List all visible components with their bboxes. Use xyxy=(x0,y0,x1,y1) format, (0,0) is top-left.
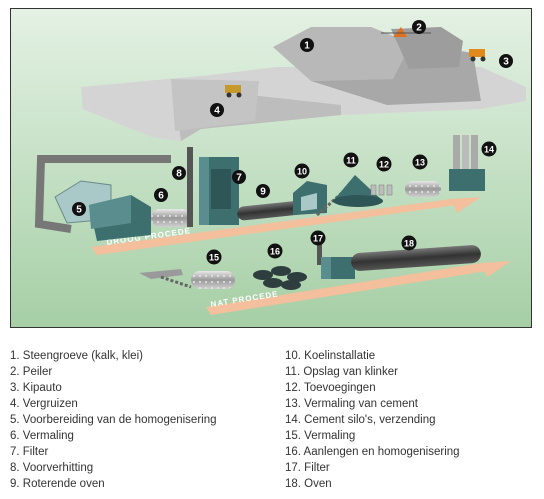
process-diagram: DROOG PROCEDE NAT PROCEDE xyxy=(10,8,532,328)
legend-item: 6. Vermaling xyxy=(10,430,74,442)
svg-text:12: 12 xyxy=(379,160,389,170)
svg-text:10: 10 xyxy=(297,167,307,177)
legend-item: 13. Vermaling van cement xyxy=(285,398,418,410)
legend-item: 9. Roterende oven xyxy=(10,478,105,490)
marker-6: 6 xyxy=(154,188,168,202)
marker-16: 16 xyxy=(267,243,283,259)
marker-18: 18 xyxy=(401,235,417,251)
homogenisation-hall xyxy=(54,180,151,241)
cement-silos xyxy=(449,135,485,191)
svg-text:5: 5 xyxy=(76,205,82,216)
marker-8: 8 xyxy=(172,166,186,180)
wet-filter xyxy=(317,239,355,279)
marker-17: 17 xyxy=(310,230,326,246)
svg-text:4: 4 xyxy=(214,106,220,117)
legend-item: 4. Vergruizen xyxy=(10,398,78,410)
cement-mill xyxy=(405,181,441,197)
raw-mill xyxy=(151,209,191,227)
legend-column-right: 10. Koelinstallatie 11. Opslag van klink… xyxy=(285,348,544,492)
wet-kiln xyxy=(351,245,481,271)
svg-text:1: 1 xyxy=(304,41,310,52)
svg-text:17: 17 xyxy=(313,234,323,244)
legend-item: 7. Filter xyxy=(10,446,49,458)
wet-feed-conveyor xyxy=(139,269,183,279)
legend-item: 17. Filter xyxy=(285,462,330,474)
legend-item: 15. Vermaling xyxy=(285,430,356,442)
additives-silos xyxy=(370,184,393,196)
svg-text:7: 7 xyxy=(236,173,242,184)
quarry-truck xyxy=(225,85,242,98)
svg-text:14: 14 xyxy=(484,145,494,155)
drill-icon xyxy=(381,27,431,37)
legend-item: 18. Oven xyxy=(285,478,332,490)
legend-item: 12. Toevoegingen xyxy=(285,382,376,394)
marker-10: 10 xyxy=(294,163,310,179)
marker-14: 14 xyxy=(481,141,497,157)
marker-9: 9 xyxy=(256,184,270,198)
svg-text:8: 8 xyxy=(176,169,182,180)
svg-text:6: 6 xyxy=(158,191,164,202)
cooler xyxy=(293,181,327,215)
svg-text:16: 16 xyxy=(270,247,280,257)
wet-flow-arrow xyxy=(206,263,487,315)
legend-item: 14. Cement silo's, verzending xyxy=(285,414,436,426)
marker-2: 2 xyxy=(412,20,426,34)
marker-15: 15 xyxy=(206,249,222,265)
marker-3: 3 xyxy=(499,54,513,68)
marker-4: 4 xyxy=(210,103,224,117)
marker-11: 11 xyxy=(343,152,359,168)
clinker-storage xyxy=(333,175,383,207)
conveyor xyxy=(34,155,171,233)
dry-flow-arrow xyxy=(91,199,457,255)
legend-item: 16. Aanlengen en homogenisering xyxy=(285,446,460,458)
svg-text:13: 13 xyxy=(415,158,425,168)
svg-text:18: 18 xyxy=(404,239,414,249)
svg-text:11: 11 xyxy=(346,156,356,166)
number-markers: 1 2 3 4 5 6 7 8 9 10 11 12 13 14 15 16 1… xyxy=(72,20,513,265)
wet-mill xyxy=(191,271,235,289)
marker-5: 5 xyxy=(72,202,86,216)
svg-text:3: 3 xyxy=(503,57,509,68)
preheater-tower xyxy=(187,147,239,227)
marker-1: 1 xyxy=(300,38,314,52)
legend-item: 5. Voorbereiding van de homogenisering xyxy=(10,414,217,426)
legend-item: 1. Steengroeve (kalk, klei) xyxy=(10,350,143,362)
marker-12: 12 xyxy=(376,156,392,172)
legend-item: 8. Voorverhitting xyxy=(10,462,94,474)
marker-7: 7 xyxy=(232,170,246,184)
legend-item: 10. Koelinstallatie xyxy=(285,350,376,362)
marker-13: 13 xyxy=(412,154,428,170)
legend-column-left: 1. Steengroeve (kalk, klei) 2. Peiler 3.… xyxy=(10,348,280,492)
legend-item: 2. Peiler xyxy=(10,366,53,378)
svg-text:15: 15 xyxy=(209,253,219,263)
legend-item: 3. Kipauto xyxy=(10,382,62,394)
svg-text:9: 9 xyxy=(260,187,266,198)
dump-truck-icon xyxy=(469,49,486,62)
legend-item: 11. Opslag van klinker xyxy=(285,366,398,378)
mixing-basins xyxy=(253,266,307,290)
svg-text:2: 2 xyxy=(416,23,422,34)
